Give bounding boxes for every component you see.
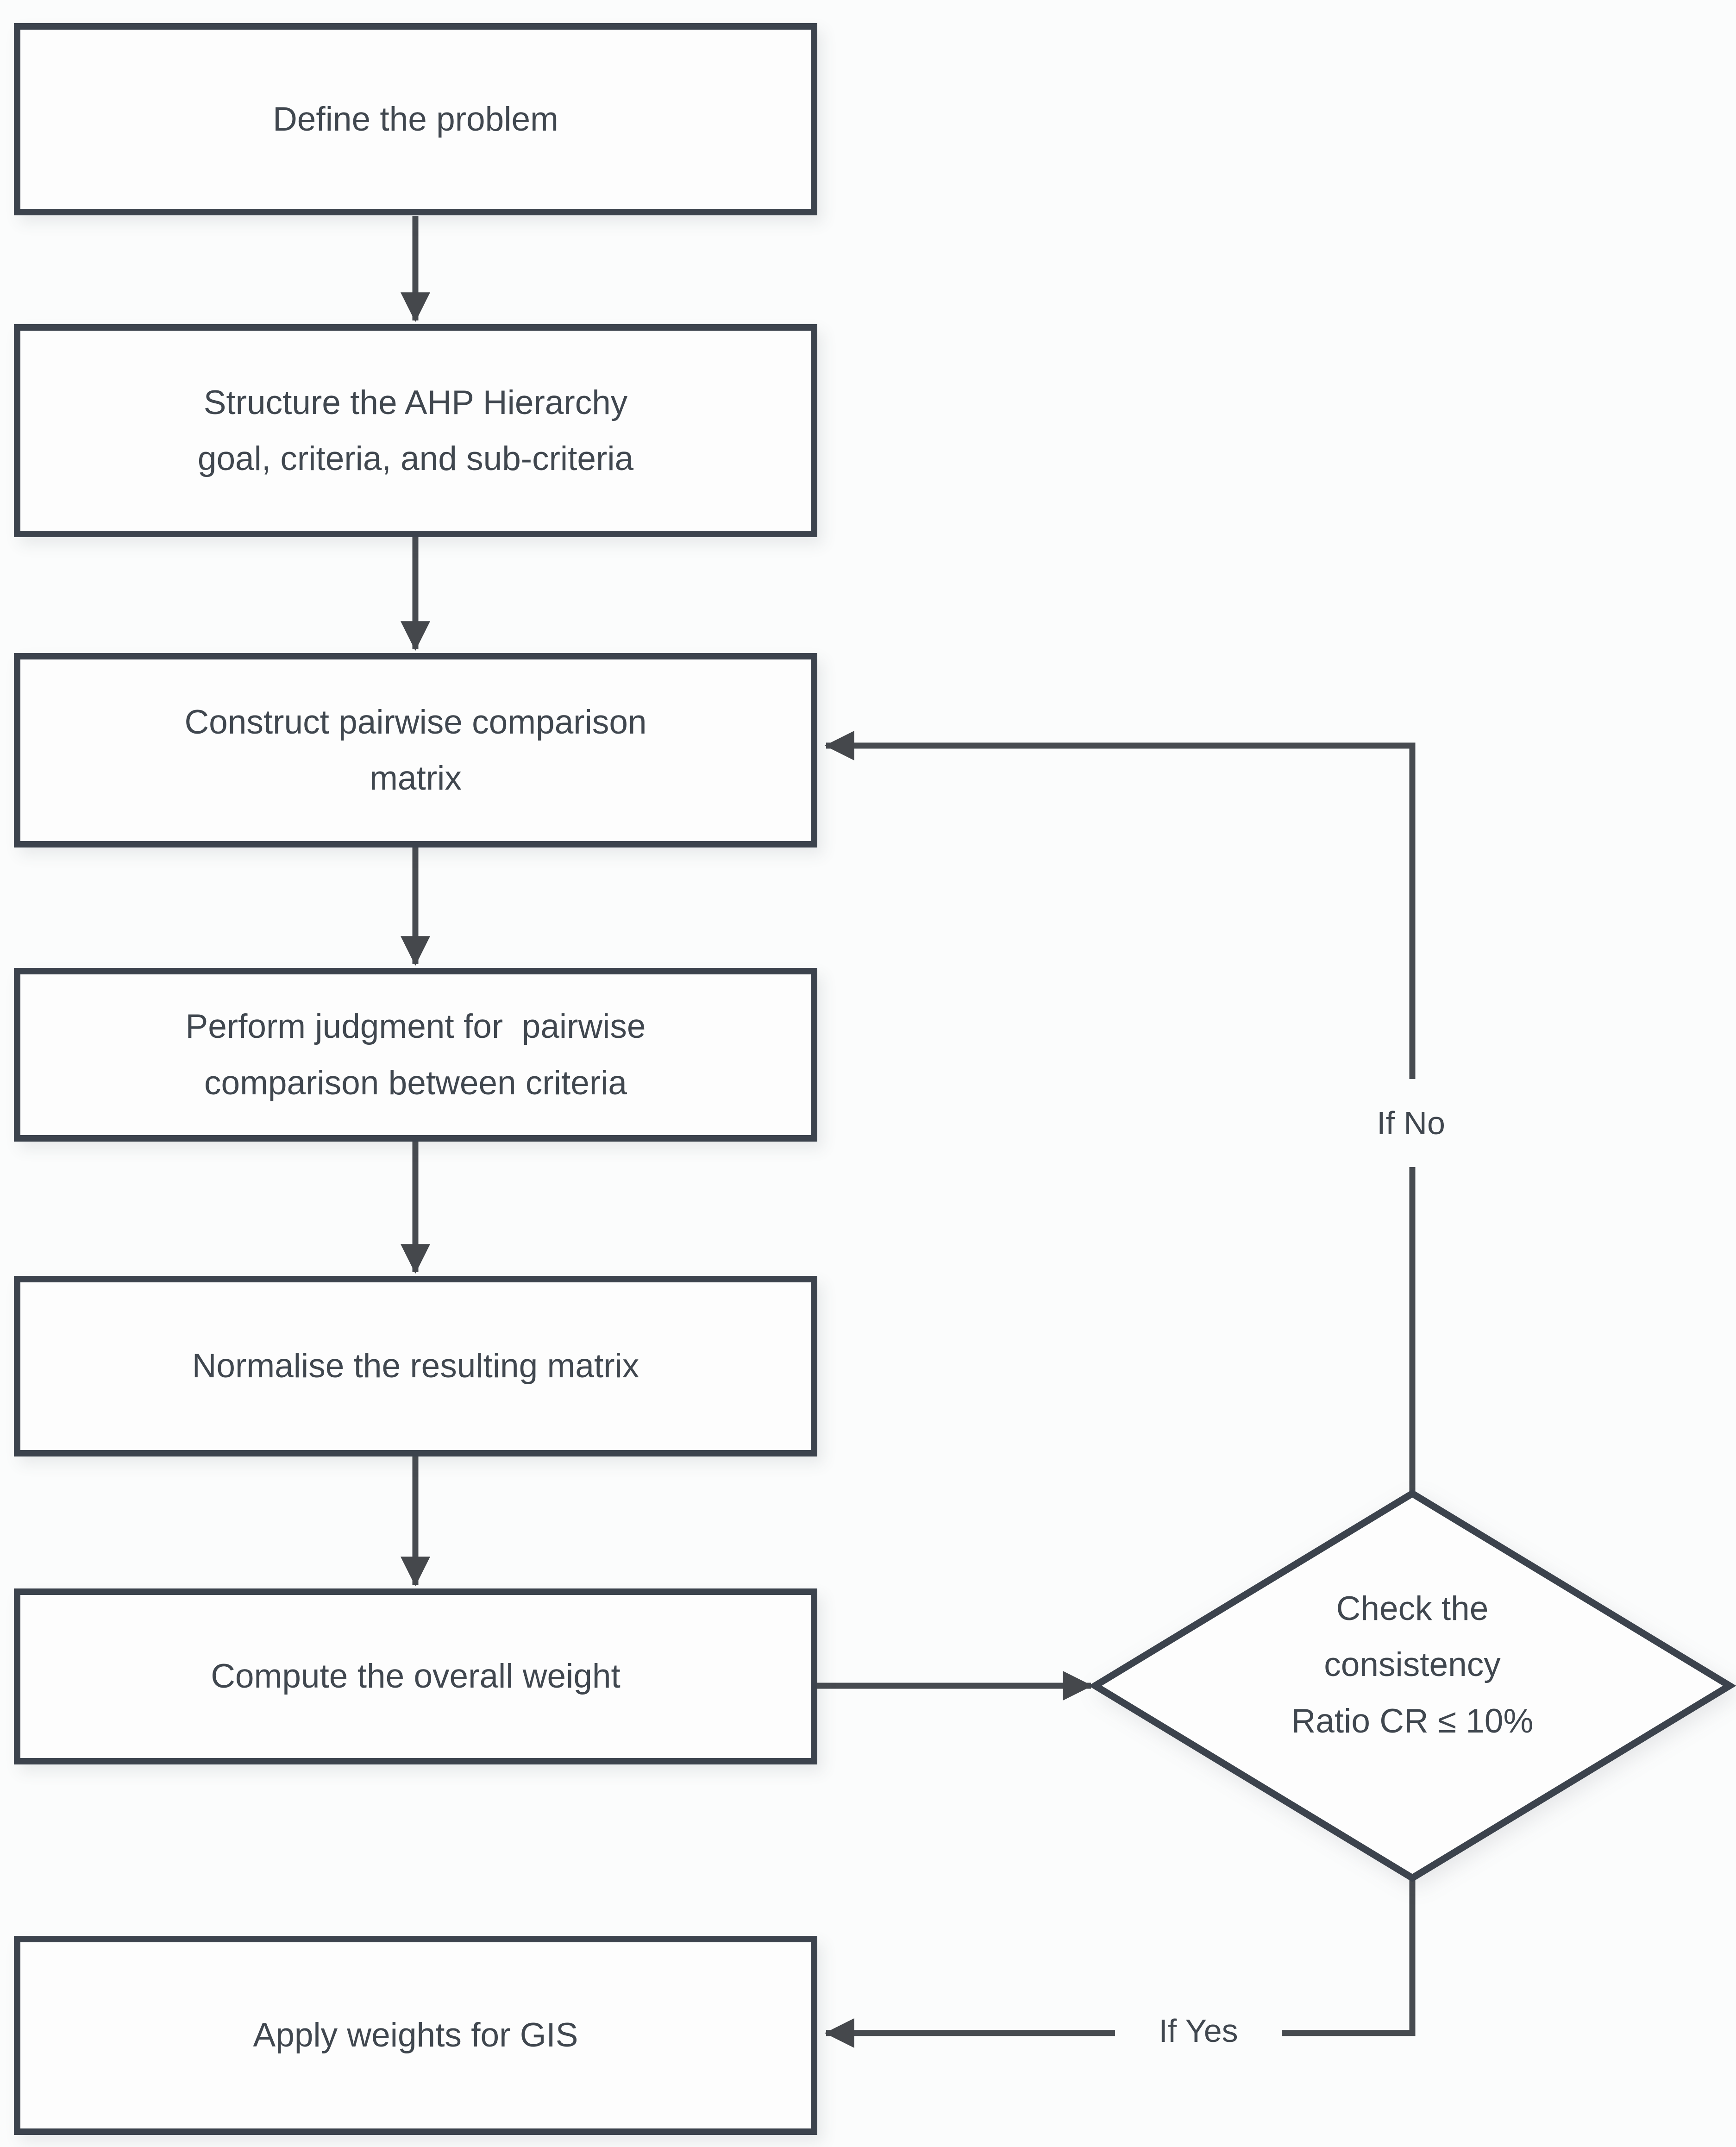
decision-diamond-shape: [1088, 1489, 1736, 1882]
edge-label-text: If Yes: [1159, 2013, 1238, 2049]
edge-check-no-to-construct: [824, 731, 1416, 1494]
node-label: Apply weights for GIS: [253, 2016, 578, 2054]
node-label: Compute the overall weight: [211, 1657, 620, 1695]
edge-label-text: If No: [1377, 1105, 1445, 1141]
node-compute-weight: Compute the overall weight: [14, 1588, 817, 1764]
edge-label-if-no: If No: [1330, 1079, 1492, 1167]
node-label: Define the problem: [273, 100, 558, 138]
node-apply-weights-gis: Apply weights for GIS: [14, 1936, 817, 2135]
node-label: Normalise the resulting matrix: [192, 1347, 639, 1385]
edge-label-if-yes: If Yes: [1115, 1991, 1282, 2070]
node-normalise-matrix: Normalise the resulting matrix: [14, 1276, 817, 1456]
node-define-problem: Define the problem: [14, 23, 817, 215]
